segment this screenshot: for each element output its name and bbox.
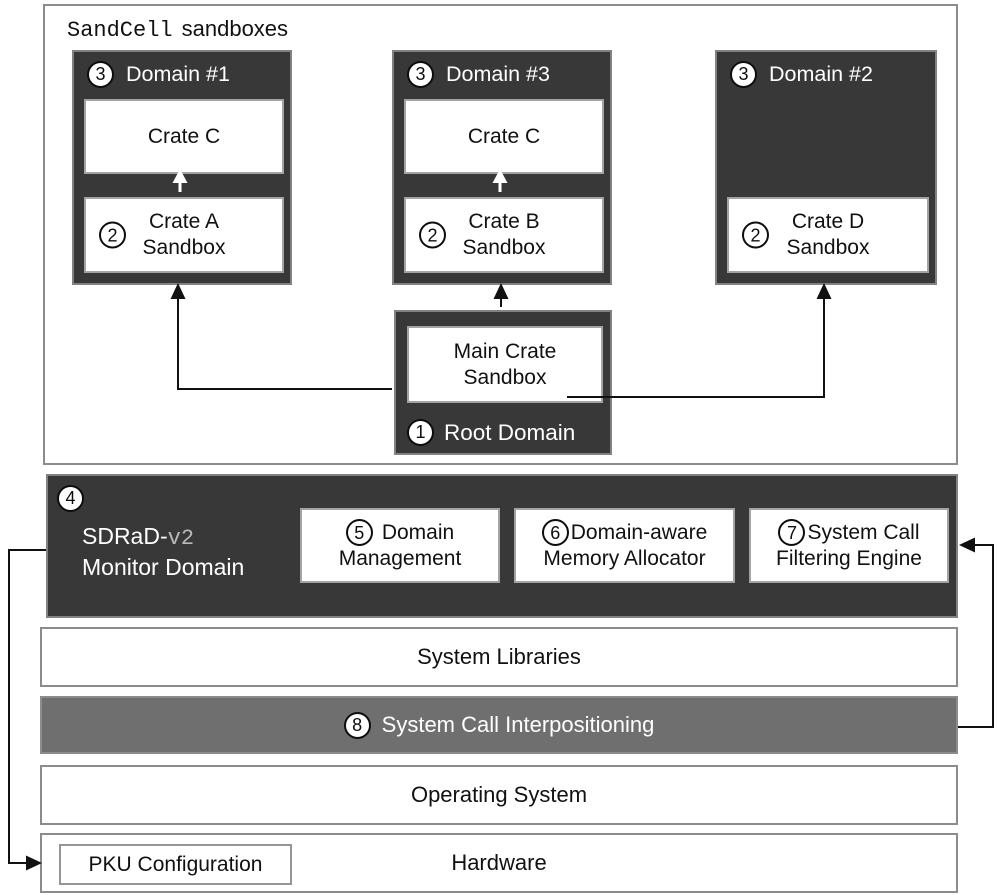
domain-2-box: 3 Domain #2 2 Crate D Sandbox (715, 50, 937, 285)
system-libraries-label: System Libraries (417, 644, 581, 669)
badge-4-icon: 4 (57, 485, 84, 512)
memory-allocator-line2: Memory Allocator (543, 547, 706, 570)
badge-8-icon: 8 (343, 711, 371, 739)
hardware-row: Hardware PKU Configuration (40, 833, 958, 893)
sandcell-container: SandCell sandboxes 3 Domain #1 Crate C 2… (43, 4, 958, 465)
badge-1-icon: 1 (407, 419, 434, 446)
domain-3-sandbox-line2: Sandbox (462, 236, 546, 259)
memory-allocator-box: 6 Domain-aware Memory Allocator (514, 508, 735, 583)
pku-configuration-label: PKU Configuration (88, 852, 263, 876)
domain-1-crate-c-box: Crate C (84, 99, 284, 174)
domain-1-sandbox-line2: Sandbox (142, 236, 226, 259)
badge-2-icon: 2 (742, 221, 769, 249)
pku-configuration-box: PKU Configuration (59, 844, 292, 885)
domain-1-header: 3 Domain #1 (87, 61, 230, 88)
root-domain-footer: 1 Root Domain (407, 419, 575, 446)
monitor-domain-box: 4 SDRaD-v2 Monitor Domain 5 Domain Manag… (46, 474, 958, 618)
domain-3-sandbox-line1: Crate B (468, 210, 540, 233)
syscall-filter-line1: 7 System Call (778, 519, 920, 546)
root-domain-box: Main Crate Sandbox 1 Root Domain (394, 310, 612, 455)
badge-3-icon: 3 (87, 61, 114, 88)
main-crate-sandbox-line1: Main Crate (453, 339, 557, 363)
badge-5-icon: 5 (345, 519, 373, 546)
memory-allocator-text1: Domain-aware (570, 520, 708, 544)
domain-2-header: 3 Domain #2 (730, 61, 873, 88)
monitor-name-line2: Monitor Domain (82, 554, 245, 580)
system-libraries-row: System Libraries (40, 627, 958, 687)
domain-3-sandbox-box: 2 Crate B Sandbox (404, 197, 604, 273)
syscall-filter-line2: Filtering Engine (776, 547, 922, 570)
sandcell-title-product: SandCell (67, 18, 173, 43)
domain-1-title: Domain #1 (126, 62, 230, 86)
sandcell-title: SandCell sandboxes (67, 16, 288, 43)
monitor-name-line1: SDRaD-v2 (82, 522, 244, 553)
main-crate-sandbox-line2: Sandbox (463, 365, 547, 389)
badge-2-icon: 2 (99, 221, 126, 249)
monitor-name-version: v2 (167, 526, 195, 551)
domain-management-line1: 5 Domain (345, 519, 455, 546)
domain-2-sandbox-line2: Sandbox (786, 236, 870, 259)
operating-system-label: Operating System (410, 782, 588, 807)
syscall-filter-text1: System Call (807, 520, 920, 544)
domain-1-box: 3 Domain #1 Crate C 2 Crate A Sandbox (72, 50, 292, 285)
monitor-domain-name: SDRaD-v2 Monitor Domain (82, 522, 244, 582)
domain-management-box: 5 Domain Management (300, 508, 500, 583)
hardware-label: Hardware (451, 850, 547, 875)
badge-7-icon: 7 (778, 519, 806, 546)
domain-2-sandbox-line1: Crate D (791, 210, 865, 233)
domain-2-title: Domain #2 (769, 62, 873, 86)
domain-2-sandbox-box: 2 Crate D Sandbox (727, 197, 929, 273)
line-interpositioning-to-monitor (958, 544, 994, 728)
operating-system-row: Operating System (40, 765, 958, 825)
memory-allocator-line1: 6 Domain-aware (541, 519, 708, 546)
syscall-interpositioning-group: 8 System Call Interpositioning (343, 711, 655, 739)
root-domain-label: Root Domain (444, 419, 576, 445)
badge-2-icon: 2 (419, 221, 446, 249)
main-crate-sandbox-box: Main Crate Sandbox (407, 326, 603, 403)
badge-3-icon: 3 (407, 61, 434, 88)
syscall-interpositioning-row: 8 System Call Interpositioning (40, 696, 958, 754)
domain-1-sandbox-box: 2 Crate A Sandbox (84, 197, 284, 273)
domain-1-crate-c-label: Crate C (147, 124, 221, 148)
domain-3-title: Domain #3 (446, 62, 550, 86)
domain-3-box: 3 Domain #3 Crate C 2 Crate B Sandbox (392, 50, 612, 285)
sandcell-title-suffix: sandboxes (181, 16, 289, 41)
domain-1-sandbox-line1: Crate A (148, 210, 220, 233)
badge-6-icon: 6 (541, 519, 569, 546)
monitor-name-prefix: SDRaD- (82, 523, 168, 549)
syscall-filter-box: 7 System Call Filtering Engine (749, 508, 949, 583)
domain-3-crate-c-box: Crate C (404, 99, 604, 174)
domain-management-line2: Management (338, 547, 462, 570)
badge-3-icon: 3 (730, 61, 757, 88)
arrowhead-monitor-icon (959, 537, 975, 553)
syscall-interpositioning-label: System Call Interpositioning (381, 712, 655, 737)
domain-management-text1: Domain (381, 520, 455, 544)
domain-3-crate-c-label: Crate C (467, 124, 541, 148)
domain-3-header: 3 Domain #3 (407, 61, 550, 88)
